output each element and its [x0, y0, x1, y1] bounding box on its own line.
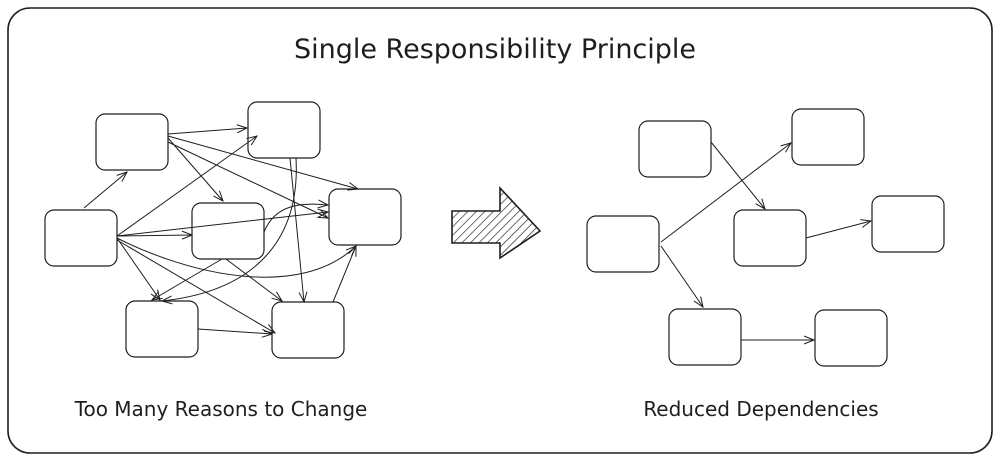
left-edge: [83, 172, 127, 209]
hatched-right-arrow-icon: [451, 185, 542, 260]
left-edge: [167, 128, 247, 135]
right-node-bottom-right: [814, 309, 888, 367]
left-edge: [225, 258, 282, 301]
left-edge: [162, 157, 297, 301]
right-caption: Reduced Dependencies: [643, 397, 878, 421]
left-node-right: [328, 188, 402, 246]
left-edge: [152, 258, 223, 300]
left-edge: [116, 235, 192, 236]
right-node-middle-center: [733, 209, 807, 267]
left-node-bottom-left: [125, 300, 199, 358]
left-graph: [44, 101, 402, 359]
right-node-middle-left: [586, 215, 660, 273]
right-graph: [586, 108, 945, 367]
left-node-middle-left: [44, 209, 118, 267]
left-edge: [289, 157, 304, 302]
left-edge: [263, 204, 328, 233]
right-edge: [660, 143, 791, 243]
left-caption: Too Many Reasons to Change: [74, 397, 368, 421]
right-node-middle-right: [871, 195, 945, 253]
left-node-middle-center: [191, 202, 265, 260]
left-edge: [167, 135, 358, 189]
right-edge: [710, 141, 765, 209]
left-edge: [116, 212, 328, 237]
left-edge: [332, 246, 356, 303]
left-node-top-center: [247, 101, 321, 159]
left-edge: [116, 239, 275, 333]
left-edge: [167, 137, 223, 201]
left-edge: [116, 237, 160, 300]
right-edge: [660, 245, 703, 307]
left-edge: [167, 141, 328, 218]
left-edge: [116, 136, 257, 237]
left-edge: [197, 328, 272, 334]
right-edge: [805, 221, 871, 239]
left-node-top-left: [95, 113, 169, 171]
right-node-top-right: [791, 108, 865, 166]
right-node-top-left: [638, 120, 712, 178]
right-node-bottom-left: [668, 308, 742, 366]
left-node-bottom-right: [271, 301, 345, 359]
diagram-title: Single Responsibility Principle: [294, 34, 696, 65]
